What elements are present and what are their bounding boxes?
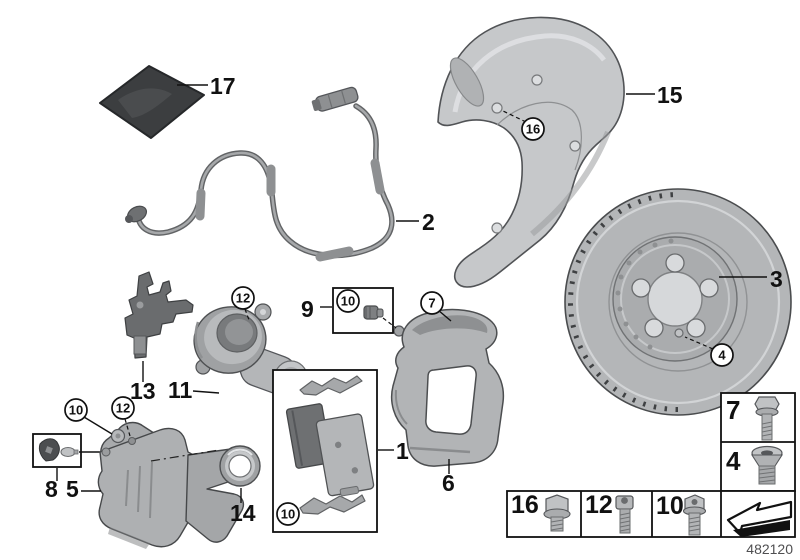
callout-3[interactable]: 3 [770, 266, 783, 292]
flange-bolt-icon [754, 396, 780, 441]
shading [108, 527, 150, 549]
callout-14[interactable]: 14 [230, 500, 256, 526]
socket-head-screw-icon [615, 495, 634, 534]
lug-holes [631, 253, 719, 338]
set-screw-hole [674, 328, 684, 338]
callout-6[interactable]: 6 [442, 470, 455, 496]
banjo-bolt-boss [101, 447, 111, 457]
assembly-line [150, 449, 220, 462]
callout-2[interactable]: 2 [422, 209, 435, 235]
drawing-number: 482120 [746, 541, 793, 557]
mounting-hole [569, 140, 581, 152]
bracket-hole [136, 301, 144, 309]
mounting-hole [491, 222, 503, 234]
circled-callout-10-caliper[interactable]: 10 [64, 398, 88, 422]
bleed-screw [128, 437, 136, 445]
fastener-legend: 7 4 16 12 10 [506, 392, 796, 538]
brake-disc[interactable] [564, 188, 792, 416]
legend-label-10[interactable]: 10 [656, 492, 684, 520]
countersunk-socket-plug-icon [750, 445, 784, 485]
svg-text:10: 10 [69, 403, 83, 418]
shield-slot [449, 57, 485, 107]
sensor-connector [311, 86, 359, 112]
cable-bracket[interactable] [124, 271, 194, 359]
legend-label-4[interactable]: 4 [726, 446, 741, 476]
circled-callout-12-caliper[interactable]: 12 [111, 396, 135, 420]
brake-caliper[interactable] [97, 421, 250, 549]
torx-flange-bolt-icon [682, 494, 707, 536]
svg-text:10: 10 [281, 507, 295, 522]
shading [125, 469, 129, 507]
hex-flange-bolt-icon [543, 494, 571, 532]
leader-line [382, 317, 397, 329]
leader-line [500, 109, 527, 123]
leader-line [124, 418, 131, 437]
caliper-carrier[interactable] [390, 308, 505, 467]
bleeder-cap-kit-box[interactable] [32, 433, 82, 468]
mounting-hole [491, 102, 503, 114]
circled-callout-16[interactable]: 16 [521, 117, 545, 141]
svg-text:4: 4 [718, 348, 726, 363]
circled-callout-10-guide-pin[interactable]: 10 [336, 289, 360, 313]
shading [118, 88, 172, 118]
legend-label-7[interactable]: 7 [726, 395, 740, 425]
center-bore [647, 271, 703, 327]
leader-line [244, 308, 250, 321]
callout-17[interactable]: 17 [210, 73, 236, 99]
circled-callout-12-actuator[interactable]: 12 [231, 286, 255, 310]
callout-15[interactable]: 15 [657, 82, 683, 108]
cable-grommet [370, 158, 385, 195]
circled-callout-10-pads[interactable]: 10 [276, 502, 300, 526]
svg-text:10: 10 [341, 294, 355, 309]
direction-arrow-icon [726, 500, 793, 537]
cable-grommet [315, 246, 354, 262]
svg-text:16: 16 [526, 122, 540, 137]
hat-dimples [615, 238, 674, 350]
leader-line [684, 336, 714, 350]
bleeder-fitting [60, 446, 76, 458]
mounting-hole [531, 74, 543, 86]
pad-retainer-clip [299, 494, 366, 515]
callout-1[interactable]: 1 [396, 438, 409, 464]
piston-seal-ring[interactable] [219, 445, 261, 487]
leader-line [192, 390, 220, 394]
friction-band-edge [608, 232, 748, 372]
brake-pad-rear [285, 403, 333, 469]
legend-label-16[interactable]: 16 [511, 491, 539, 519]
callout-5[interactable]: 5 [66, 476, 79, 502]
leader-line [83, 416, 113, 435]
shading [227, 448, 253, 456]
shading [137, 465, 141, 513]
svg-text:12: 12 [236, 291, 250, 306]
circled-callout-7[interactable]: 7 [420, 291, 444, 315]
shading [575, 199, 781, 405]
shading [394, 389, 408, 425]
shading [496, 101, 582, 171]
brake-pad-set-box[interactable] [272, 369, 378, 533]
shading [620, 244, 730, 354]
legend-label-12[interactable]: 12 [585, 491, 613, 519]
pad-retainer-clip [299, 375, 363, 396]
shading [194, 321, 204, 359]
svg-text:12: 12 [116, 401, 130, 416]
leader-line [437, 309, 452, 322]
brake-splash-shield[interactable] [437, 16, 625, 288]
svg-text:7: 7 [428, 296, 435, 311]
shading [412, 315, 488, 335]
brake-pad-front [315, 413, 375, 497]
shading [530, 130, 611, 237]
circled-callout-4[interactable]: 4 [710, 343, 734, 367]
callout-9[interactable]: 9 [301, 296, 314, 322]
cable-grommet [195, 188, 206, 221]
grease-packet[interactable] [99, 65, 205, 139]
brake-pad-wear-sensor[interactable] [125, 86, 395, 262]
callout-13[interactable]: 13 [130, 378, 156, 404]
shading [409, 446, 471, 454]
bracket-foot [133, 335, 147, 355]
callout-11[interactable]: 11 [168, 377, 193, 403]
shading [149, 461, 153, 519]
callout-8[interactable]: 8 [45, 476, 58, 502]
